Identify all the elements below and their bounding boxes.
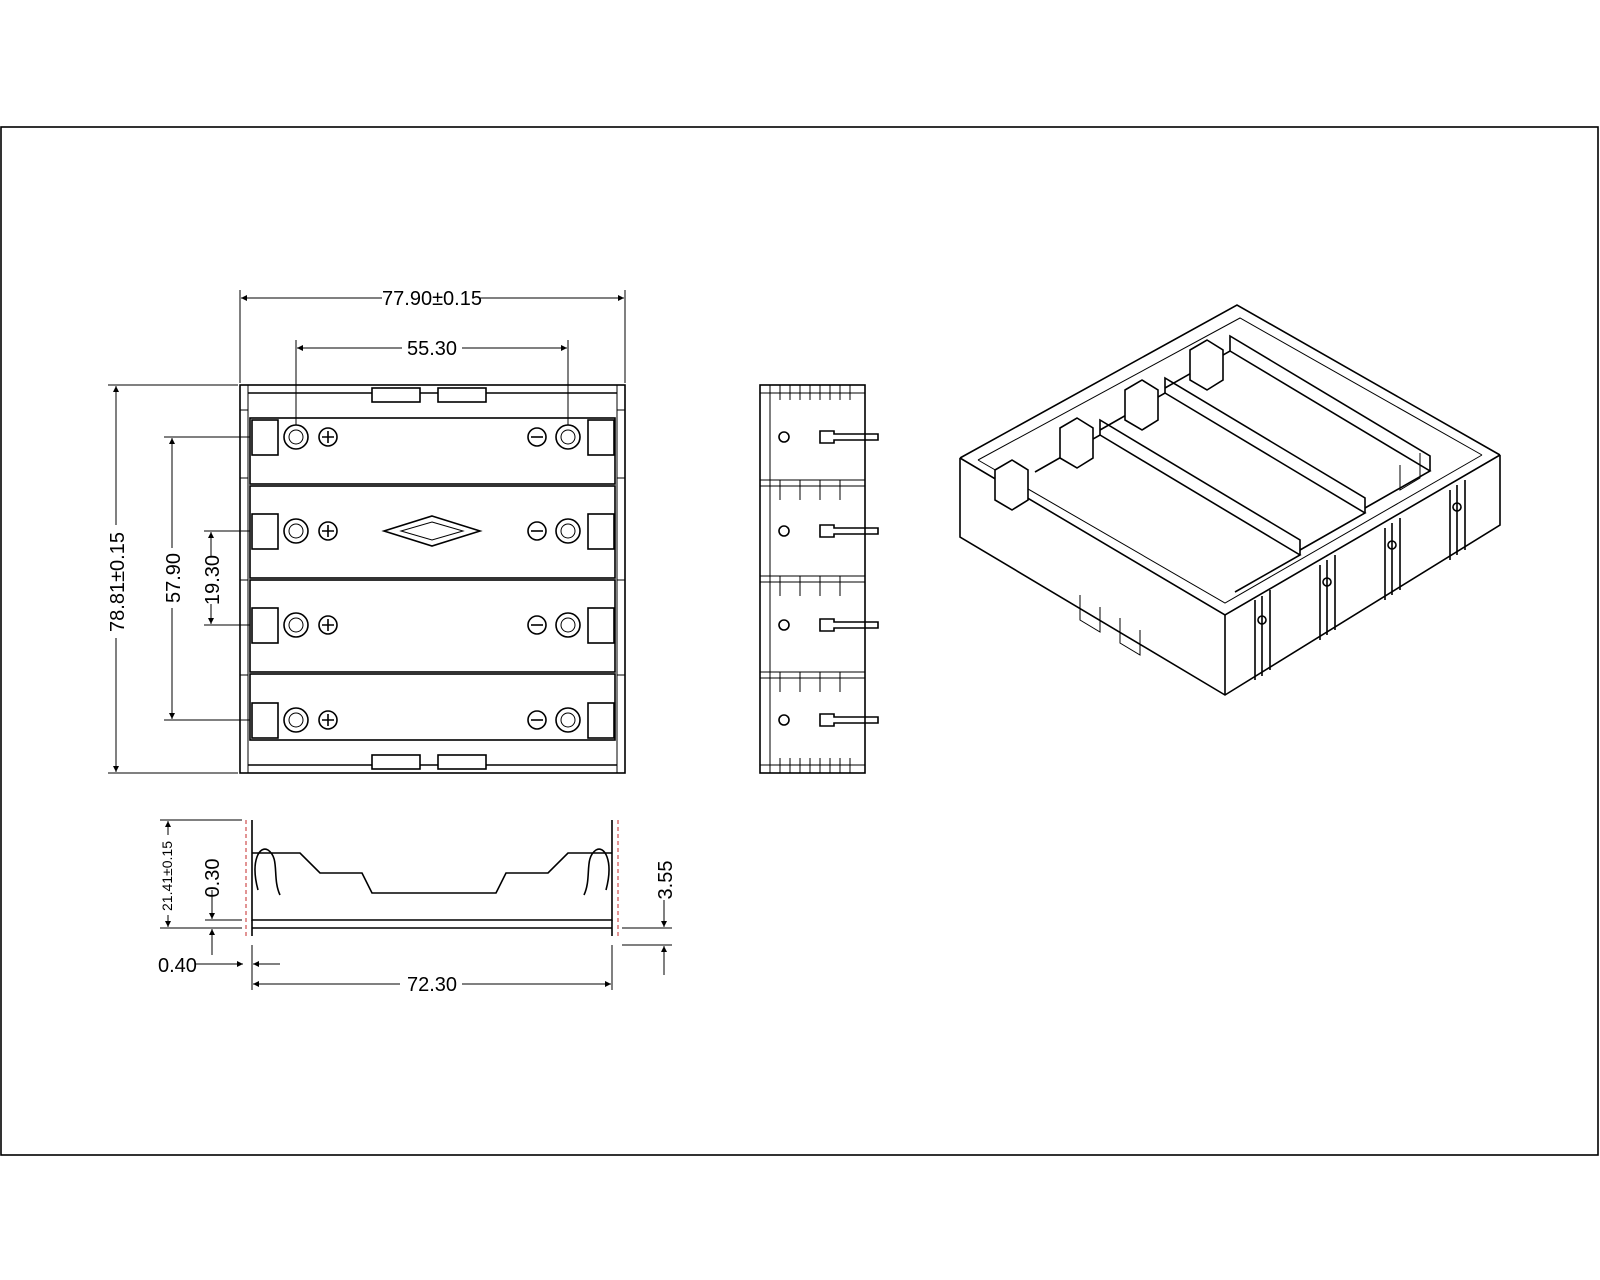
drawing-frame (0, 126, 1599, 1156)
rivet-hole-icon (555, 707, 581, 733)
rivet-hole-icon (283, 612, 309, 638)
side-view (759, 384, 879, 774)
pin-hole-icon (778, 619, 790, 631)
rivet-hole-icon (283, 424, 309, 450)
minus-polarity-icon (527, 615, 547, 635)
contact-tab (251, 419, 279, 456)
plus-polarity-icon (318, 615, 338, 635)
spring-contact-left (254, 848, 281, 896)
contact-tab (251, 702, 279, 739)
minus-polarity-icon (527, 521, 547, 541)
diamond-logo-icon (381, 515, 483, 547)
top-view-dimensions: 77.90±0.15 55.30 78.81±0.15 57.90 19.30 (107, 288, 626, 774)
pin-hole-icon (778, 525, 790, 537)
contact-tab (587, 419, 615, 456)
iso-solder-pins (1254, 480, 1466, 680)
front-view-outline (251, 820, 613, 921)
rivet-hole-icon (555, 518, 581, 544)
rivet-hole-icon (283, 707, 309, 733)
solder-pins (819, 430, 879, 727)
dim-contact-pitch: 55.30 (407, 338, 457, 360)
dim-tab-thickness: 0.30 (202, 859, 224, 898)
isometric-view (959, 304, 1501, 696)
cell-slot-4 (249, 673, 616, 741)
iso-contact-clips (994, 339, 1224, 511)
cell-slot-1 (249, 417, 616, 485)
rivet-hole-icon (555, 424, 581, 450)
dim-cell-pitch: 19.30 (202, 555, 224, 605)
front-view-dimensions: 21.41±0.15 0.30 3.55 0.40 72.30 (158, 819, 677, 996)
iso-cell-dividers (1034, 334, 1432, 593)
pin-hole-icon (778, 714, 790, 726)
contact-tab (587, 607, 615, 644)
contact-tab (587, 513, 615, 550)
spring-contact-right (583, 848, 610, 896)
minus-polarity-icon (527, 710, 547, 730)
contact-tab (587, 702, 615, 739)
top-view-outline (239, 384, 626, 774)
top-view (239, 384, 626, 774)
front-view (245, 820, 619, 936)
plus-polarity-icon (318, 710, 338, 730)
dim-outer-pin-span: 57.90 (163, 553, 185, 603)
bottom-clip-right (437, 754, 487, 770)
dim-pin-length: 3.55 (655, 861, 677, 900)
dim-height: 21.41±0.15 (159, 841, 175, 911)
top-clip-right (437, 387, 487, 403)
cell-slot-3 (249, 579, 616, 673)
minus-polarity-icon (527, 427, 547, 447)
dim-overall-length: 78.81±0.15 (107, 532, 129, 632)
bottom-clip-left (371, 754, 421, 770)
dim-pin-span: 72.30 (407, 974, 457, 996)
cell-slot-2 (249, 485, 616, 579)
contact-tab (251, 607, 279, 644)
rivet-hole-icon (555, 612, 581, 638)
top-clip-left (371, 387, 421, 403)
rivet-hole-icon (283, 518, 309, 544)
pin-hole-icon (778, 431, 790, 443)
plus-polarity-icon (318, 427, 338, 447)
dim-pin-thickness: 0.40 (158, 955, 197, 977)
dim-overall-width: 77.90±0.15 (382, 288, 482, 310)
contact-tab (251, 513, 279, 550)
side-view-outline (759, 384, 866, 774)
plus-polarity-icon (318, 521, 338, 541)
